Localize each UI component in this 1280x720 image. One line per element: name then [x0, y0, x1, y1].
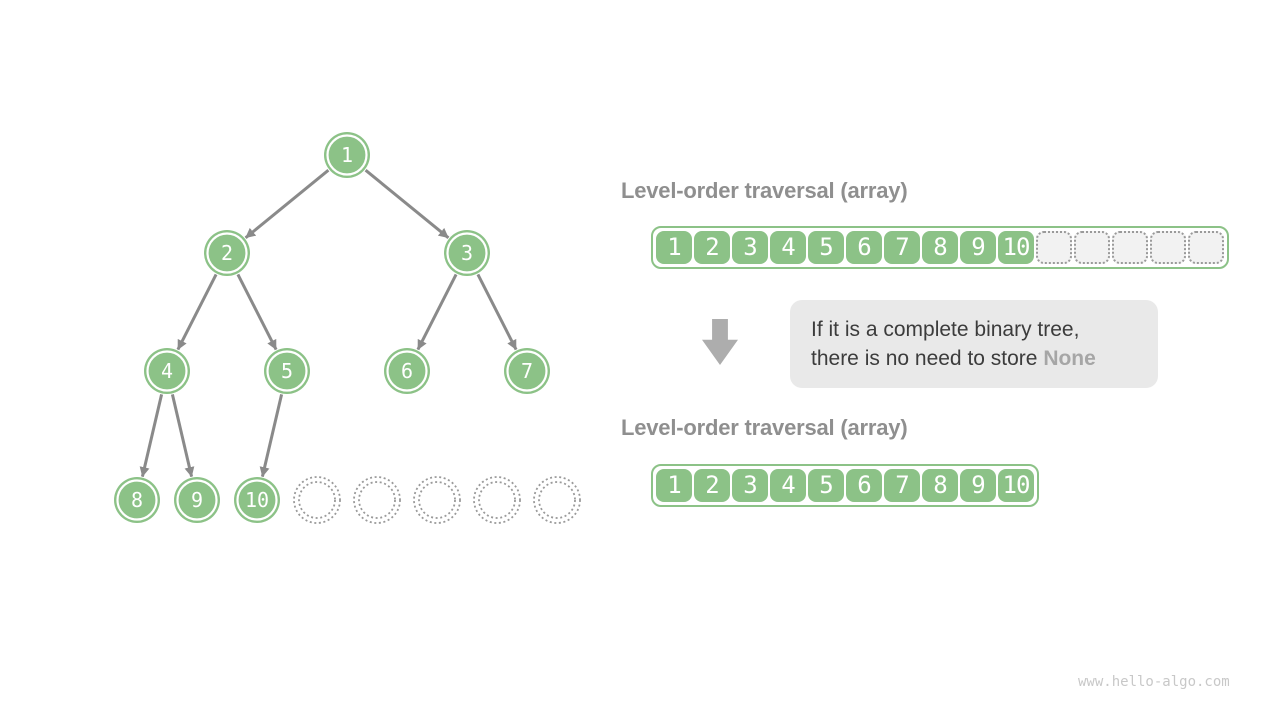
- array-cell-8: 8: [922, 231, 958, 264]
- array-cell-2: 2: [694, 231, 730, 264]
- tree-edge: [170, 394, 195, 478]
- tree-node-1: 1: [324, 132, 370, 178]
- tree-edge: [416, 273, 458, 351]
- tree-empty-node-1: [293, 476, 341, 524]
- tree-nodes: 1 2 3 4 5 6 7 8 9 10: [114, 132, 581, 524]
- tree-node-9: 9: [174, 477, 220, 523]
- tree-empty-node-2: [353, 476, 401, 524]
- array-empty-cell: [1188, 231, 1224, 264]
- note-none-keyword: None: [1043, 347, 1096, 370]
- tree-edge: [259, 394, 284, 478]
- note-line-2-text: there is no need to store: [811, 347, 1044, 370]
- note-line-2: there is no need to store None: [811, 344, 1158, 373]
- tree-node-7: 7: [504, 348, 550, 394]
- array-cell-3: 3: [732, 231, 768, 264]
- tree-node-value: 8: [131, 488, 143, 512]
- tree-node-4: 4: [144, 348, 190, 394]
- tree-node-value: 1: [341, 143, 353, 167]
- tree-edge: [364, 169, 450, 239]
- tree-edge: [236, 273, 278, 351]
- array-cell-7: 7: [884, 469, 920, 502]
- tree-edge: [244, 169, 330, 239]
- tree-node-8: 8: [114, 477, 160, 523]
- array-empty-cell: [1112, 231, 1148, 264]
- tree-empty-node-4: [473, 476, 521, 524]
- tree-empty-node-5: [533, 476, 581, 524]
- tree-node-value: 5: [281, 359, 293, 383]
- tree-node-value: 10: [245, 488, 269, 512]
- tree-edges: [139, 169, 518, 478]
- tree-node-value: 6: [401, 359, 413, 383]
- watermark: www.hello-algo.com: [1078, 674, 1230, 690]
- array-empty-cell: [1150, 231, 1186, 264]
- array-cell-4: 4: [770, 231, 806, 264]
- note-line-1: If it is a complete binary tree,: [811, 318, 1080, 341]
- tree-node-5: 5: [264, 348, 310, 394]
- array-cell-5: 5: [808, 231, 844, 264]
- tree-node-value: 3: [461, 241, 473, 265]
- note-box: If it is a complete binary tree, there i…: [790, 300, 1158, 388]
- tree-edge: [139, 394, 164, 478]
- array-empty-cell: [1036, 231, 1072, 264]
- top-array-label: Level-order traversal (array): [621, 178, 908, 203]
- array-cell-6: 6: [846, 469, 882, 502]
- tree-edge: [176, 273, 218, 351]
- array-cell-5: 5: [808, 469, 844, 502]
- tree-node-value: 4: [161, 359, 173, 383]
- tree-node-10: 10: [234, 477, 280, 523]
- tree-node-value: 9: [191, 488, 203, 512]
- array-cell-1: 1: [656, 231, 692, 264]
- array-cell-7: 7: [884, 231, 920, 264]
- array-cell-10: 10: [998, 231, 1034, 264]
- array-cell-9: 9: [960, 231, 996, 264]
- array-cell-1: 1: [656, 469, 692, 502]
- array-cell-10: 10: [998, 469, 1034, 502]
- array-empty-cell: [1074, 231, 1110, 264]
- tree-node-value: 7: [521, 359, 533, 383]
- array-cell-3: 3: [732, 469, 768, 502]
- tree-node-6: 6: [384, 348, 430, 394]
- array-cell-9: 9: [960, 469, 996, 502]
- array-cell-8: 8: [922, 469, 958, 502]
- bottom-array-label: Level-order traversal (array): [621, 415, 908, 440]
- array-cell-4: 4: [770, 469, 806, 502]
- tree-edge: [476, 273, 518, 351]
- tree-node-3: 3: [444, 230, 490, 276]
- array-cell-6: 6: [846, 231, 882, 264]
- tree-node-value: 2: [221, 241, 233, 265]
- tree-node-2: 2: [204, 230, 250, 276]
- array-cell-2: 2: [694, 469, 730, 502]
- tree-empty-node-3: [413, 476, 461, 524]
